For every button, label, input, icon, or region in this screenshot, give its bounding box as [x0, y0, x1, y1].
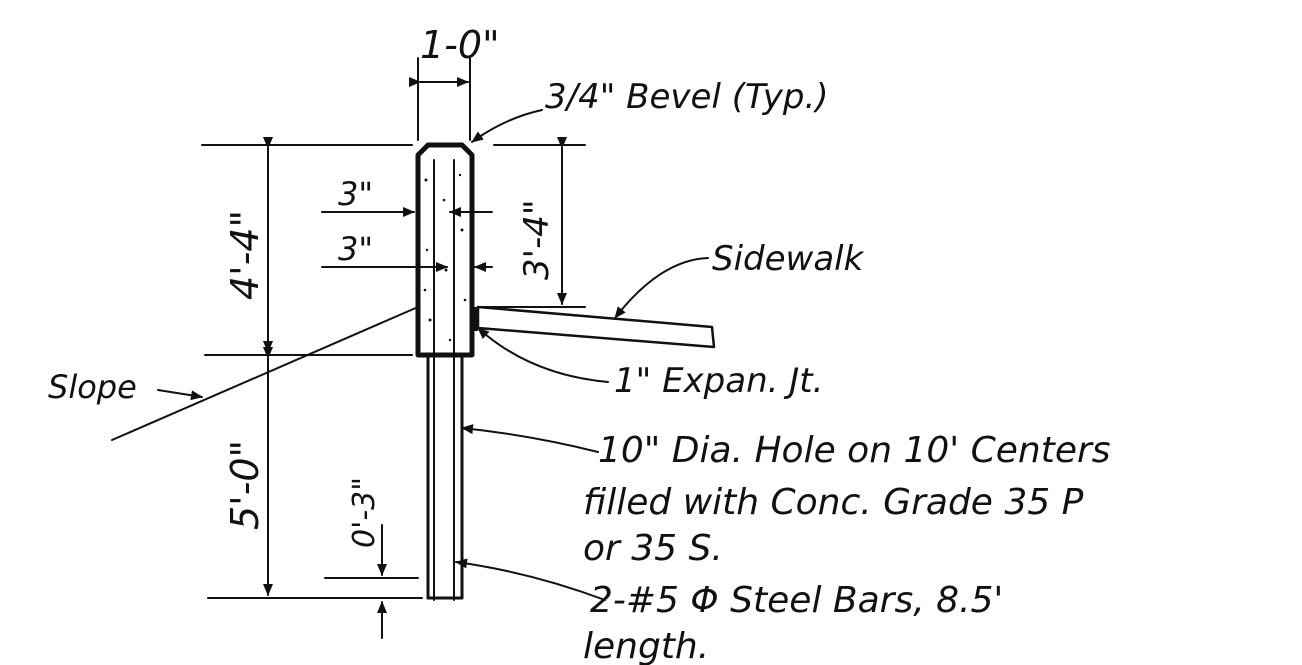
hole-leader	[461, 424, 599, 453]
hole-note-line1: 10" Dia. Hole on 10' Centers	[598, 430, 1111, 471]
cover-outer-label: 3"	[338, 175, 373, 213]
concrete-stipple	[423, 173, 467, 342]
bevel-leader	[471, 109, 543, 143]
ground-slope-line	[111, 306, 419, 441]
bars-leader	[455, 558, 606, 601]
expansion-joint-leader	[477, 327, 609, 383]
wall-height-label: 4'-4"	[223, 210, 267, 300]
wall-top-section	[415, 142, 475, 358]
sidewalk-label: Sidewalk	[712, 239, 865, 279]
bottom-cover-label: 0'-3"	[347, 477, 382, 548]
sidewalk-leader	[614, 257, 709, 319]
sidewalk-slab	[476, 305, 716, 349]
bars-note-line2: length.	[583, 626, 709, 665]
bevel-note: 3/4" Bevel (Typ.)	[545, 77, 829, 117]
hole-note-line2: filled with Conc. Grade 35 P	[583, 482, 1084, 523]
embed-depth-label: 5'-0"	[223, 440, 267, 530]
bars-note-line1: 2-#5 Φ Steel Bars, 8.5'	[590, 580, 1003, 621]
slope-label: Slope	[48, 368, 137, 406]
expansion-joint-filler	[470, 307, 478, 331]
exposed-height-label: 3'-4"	[517, 199, 557, 280]
cover-inner-label: 3"	[338, 230, 373, 268]
hole-note-line3: or 35 S.	[583, 528, 723, 569]
slope-arrow	[157, 389, 203, 401]
expansion-joint-label: 1" Expan. Jt.	[614, 361, 823, 401]
top-width-label: 1-0"	[420, 23, 500, 67]
